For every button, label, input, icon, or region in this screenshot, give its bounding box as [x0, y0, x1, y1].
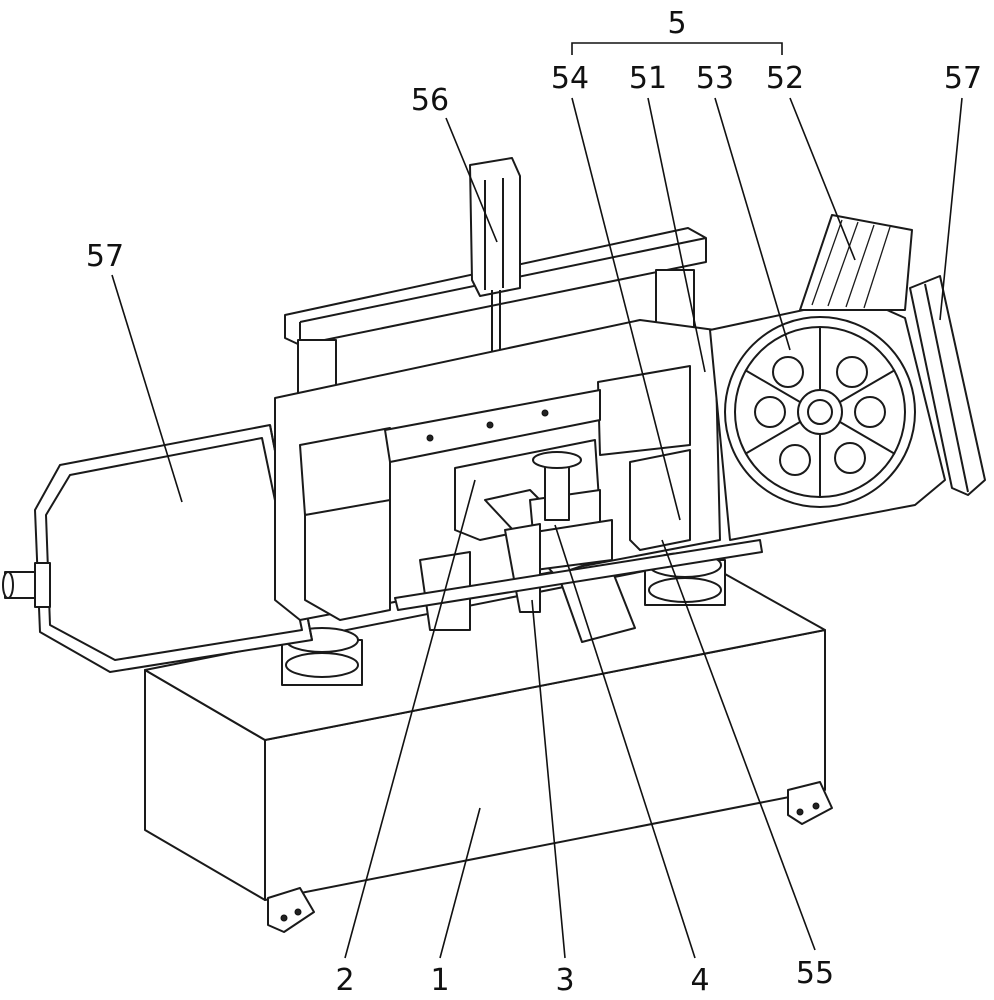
reference-labels: 5 54 51 53 52 57 56 57 2 1 3 4 55	[86, 6, 982, 998]
label-57-right: 57	[944, 61, 982, 96]
label-53: 53	[696, 61, 734, 96]
leader-lines	[111, 42, 963, 959]
label-51: 51	[629, 61, 667, 96]
label-2: 2	[335, 963, 354, 998]
left-cover	[2, 424, 313, 673]
label-55: 55	[796, 956, 834, 991]
label-56: 56	[411, 83, 449, 118]
label-54: 54	[551, 61, 589, 96]
label-57-left: 57	[86, 239, 124, 274]
label-4: 4	[690, 963, 709, 998]
label-5: 5	[667, 6, 686, 41]
top-frame	[284, 157, 707, 426]
label-1: 1	[430, 963, 449, 998]
label-52: 52	[766, 61, 804, 96]
wheel-housing	[709, 214, 986, 541]
label-3: 3	[555, 963, 574, 998]
